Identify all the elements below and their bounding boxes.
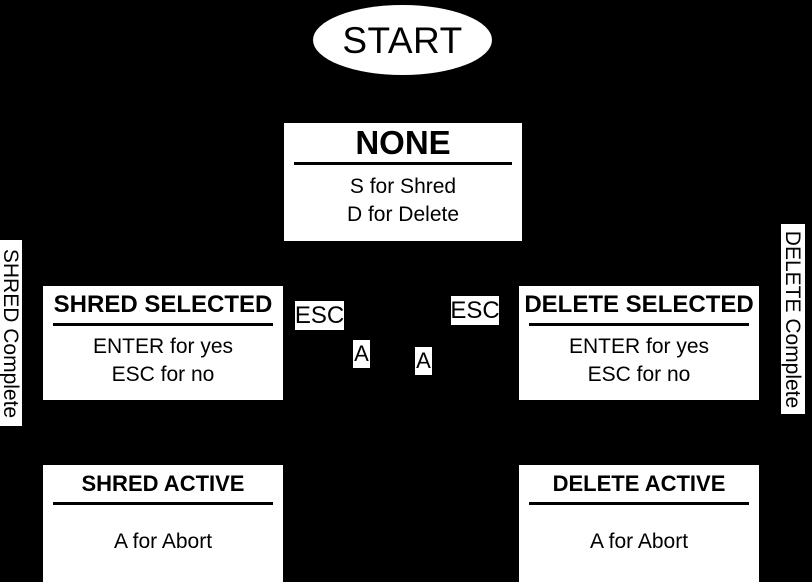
state-none-body-line-2: D for Delete	[346, 203, 460, 226]
edge-label-abort-shred-text: A	[354, 341, 369, 366]
edge-label-esc-shred-text: ESC	[294, 301, 345, 329]
edge-label-esc-shred: ESC	[295, 301, 344, 330]
state-none-title-compartment: NONE	[294, 123, 512, 165]
state-shred-selected-body-line-1: ENTER for yes	[92, 335, 234, 359]
state-delete-selected-title: DELETE SELECTED	[524, 290, 754, 318]
start-node[interactable]: START	[313, 5, 492, 75]
state-delete-selected-body: ENTER for yes ESC for no	[519, 326, 759, 400]
state-node-none[interactable]: NONE S for Shred D for Delete	[284, 123, 522, 241]
state-delete-active-title: DELETE ACTIVE	[552, 470, 726, 496]
state-shred-active-body-line-1: A for Abort	[113, 529, 213, 553]
state-shred-active-title: SHRED ACTIVE	[81, 470, 245, 496]
start-node-label: START	[342, 19, 463, 61]
state-node-delete-active[interactable]: DELETE ACTIVE A for Abort	[519, 465, 759, 582]
state-none-body: S for Shred D for Delete	[284, 165, 522, 241]
edge-label-abort-delete-text: A	[416, 348, 431, 373]
edge-label-shred-complete: SHRED Complete	[0, 240, 22, 426]
edge-label-esc-delete-text: ESC	[450, 296, 500, 324]
state-node-delete-selected[interactable]: DELETE SELECTED ENTER for yes ESC for no	[519, 286, 759, 400]
state-delete-active-body-line-1: A for Abort	[589, 529, 689, 553]
state-shred-active-title-compartment: SHRED ACTIVE	[53, 465, 273, 505]
state-none-title: NONE	[355, 124, 451, 161]
state-node-shred-active[interactable]: SHRED ACTIVE A for Abort	[43, 465, 283, 582]
state-shred-selected-body: ENTER for yes ESC for no	[43, 326, 283, 400]
state-shred-selected-body-line-2: ESC for no	[111, 363, 215, 386]
state-delete-active-title-compartment: DELETE ACTIVE	[529, 465, 749, 505]
edge-label-esc-delete: ESC	[450, 296, 500, 325]
state-delete-active-body: A for Abort	[519, 505, 759, 582]
edge-label-abort-delete: A	[415, 347, 432, 375]
state-shred-selected-title: SHRED SELECTED	[53, 290, 273, 318]
state-delete-selected-title-compartment: DELETE SELECTED	[524, 286, 754, 326]
edge-label-shred-complete-text: SHRED Complete	[0, 248, 22, 418]
edge-label-delete-complete-text: DELETE Complete	[781, 230, 805, 408]
state-node-shred-selected[interactable]: SHRED SELECTED ENTER for yes ESC for no	[43, 286, 283, 400]
state-shred-selected-title-compartment: SHRED SELECTED	[53, 286, 273, 326]
edge-label-abort-shred: A	[353, 340, 370, 368]
state-delete-selected-body-line-1: ENTER for yes	[568, 335, 710, 359]
state-none-body-line-1: S for Shred	[349, 175, 457, 199]
state-delete-selected-body-line-2: ESC for no	[587, 363, 691, 386]
state-shred-active-body: A for Abort	[43, 505, 283, 582]
edge-label-delete-complete: DELETE Complete	[781, 224, 805, 414]
